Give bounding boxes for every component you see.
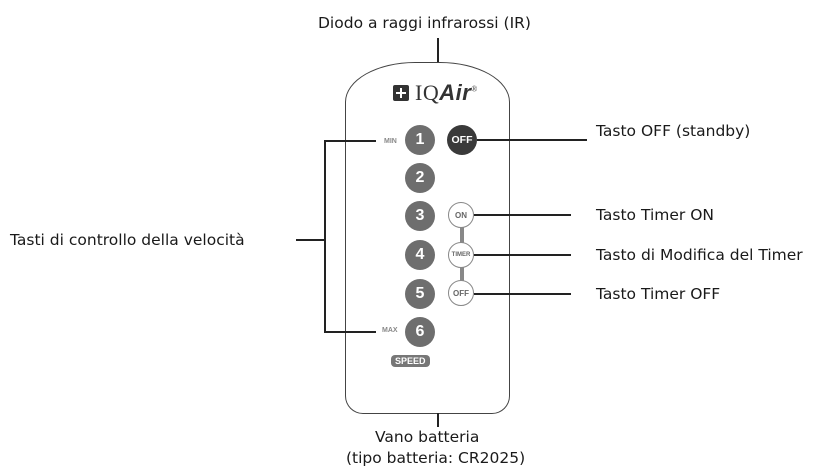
speed-button-3[interactable]: 3 [405, 201, 435, 231]
speed-button-1[interactable]: 1 [405, 125, 435, 155]
timer-modify-button[interactable]: TIMER [448, 242, 474, 268]
timer-off-button[interactable]: OFF [448, 280, 474, 306]
timer-off-label: Tasto Timer OFF [596, 285, 721, 303]
speed-button-6[interactable]: 6 [405, 317, 435, 347]
speed-button-4[interactable]: 4 [405, 240, 435, 270]
off-standby-button[interactable]: OFF [447, 125, 477, 155]
speed-bracket-top [324, 140, 376, 142]
speed-bracket-vertical [324, 140, 326, 332]
plus-icon [393, 85, 409, 101]
min-label: MIN [384, 138, 397, 145]
off-standby-leader [477, 139, 587, 141]
timer-on-button[interactable]: ON [448, 202, 474, 228]
timer-on-leader [474, 214, 571, 216]
ir-diode-leader [437, 38, 439, 62]
ir-diode-label: Diodo a raggi infrarossi (IR) [318, 14, 531, 32]
iqair-logo: IQAir® [393, 80, 478, 106]
timer-modify-leader [474, 254, 571, 256]
speed-button-5[interactable]: 5 [405, 279, 435, 309]
timer-modify-label: Tasto di Modifica del Timer [596, 246, 803, 264]
timer-off-leader [474, 293, 571, 295]
off-standby-label: Tasto OFF (standby) [596, 122, 751, 140]
speed-badge: SPEED [391, 355, 430, 367]
speed-button-2[interactable]: 2 [405, 163, 435, 193]
speed-keys-leader [296, 239, 324, 241]
speed-bracket-bottom [324, 331, 376, 333]
timer-on-label: Tasto Timer ON [596, 206, 714, 224]
speed-keys-label: Tasti di controllo della velocità [10, 231, 245, 249]
battery-leader [437, 413, 439, 427]
max-label: MAX [382, 327, 398, 334]
battery-label-line1: Vano batteria [375, 428, 480, 446]
battery-label-line2: (tipo batteria: CR2025) [346, 449, 526, 467]
